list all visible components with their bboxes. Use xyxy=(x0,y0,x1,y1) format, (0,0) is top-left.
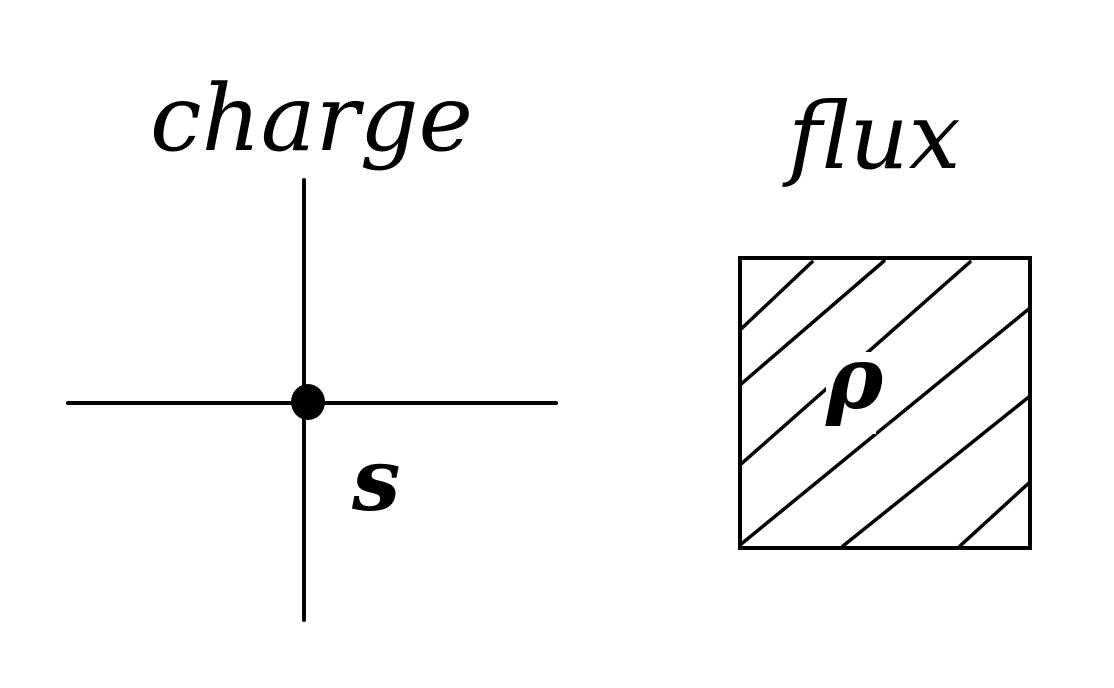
hatch-line xyxy=(740,259,886,387)
region-label: ρ xyxy=(825,328,884,429)
charge-title: charge xyxy=(150,65,473,172)
flux-region-box xyxy=(738,256,1032,550)
hatch-line xyxy=(740,260,814,332)
flux-panel: flux ρ xyxy=(738,83,1032,550)
hatch-lines xyxy=(740,259,1030,548)
charge-panel: charge s xyxy=(66,65,558,622)
flux-title: flux xyxy=(782,83,961,190)
hatch-line xyxy=(958,480,1030,548)
hatch-line xyxy=(740,306,1030,547)
hatch-line xyxy=(841,394,1030,548)
charge-point xyxy=(291,384,325,420)
point-label: s xyxy=(351,430,400,531)
label-backdrop xyxy=(826,352,876,434)
